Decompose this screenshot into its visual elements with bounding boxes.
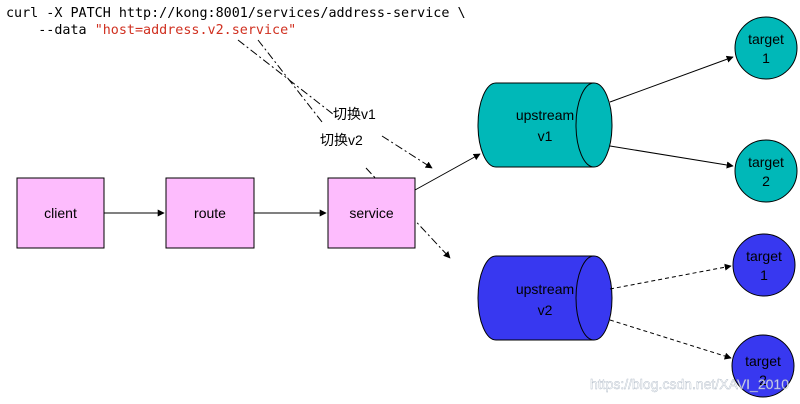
switch-v1-label: 切换v1 [333, 106, 376, 122]
switch-v2-label: 切换v2 [320, 132, 363, 148]
curl-command: curl -X PATCH http://kong:8001/services/… [6, 6, 466, 38]
upstream-v1-label-line2: v1 [538, 128, 553, 144]
upstream-v1-edge [575, 82, 595, 168]
upstream-v2-label-line2: v2 [538, 302, 553, 318]
target-v2-2-circle [731, 334, 795, 398]
upstream-v1-shape [477, 82, 613, 168]
upstream-v2-node: upstream v2 [477, 255, 613, 341]
client-box [16, 177, 105, 249]
target-v1-2-node: target 2 [734, 139, 798, 203]
service-to-upstream-v1-arrow [414, 153, 481, 191]
target-v1-1-node: target 1 [734, 16, 798, 80]
upstream-v2-edge [575, 255, 595, 341]
target-v2-2-label-line2: 2 [759, 372, 767, 388]
switch-v1-line-upper [237, 39, 339, 119]
upstream-v1-to-target1-arrow [609, 55, 734, 103]
upstream-v2-to-target2-arrow [609, 319, 732, 360]
target-v1-1-label-line1: target [748, 31, 784, 47]
command-line-1: curl -X PATCH http://kong:8001/services/… [6, 6, 466, 21]
upstream-v2-label-line1: upstream [516, 281, 574, 297]
service-node: service [327, 177, 416, 249]
switch-v2-line-upper [257, 39, 323, 123]
target-v2-1-circle [732, 233, 796, 297]
switch-v1-arrow [381, 135, 433, 169]
target-v1-2-label-line1: target [748, 154, 784, 170]
service-box [327, 177, 416, 249]
upstream-v1-to-target2-arrow [609, 145, 734, 169]
target-v2-1-label-line1: target [746, 248, 782, 264]
target-v2-1-label-line2: 1 [760, 267, 768, 283]
command-data-flag: --data [6, 23, 95, 38]
target-v1-1-circle [734, 16, 798, 80]
upstream-v1-node: upstream v1 [477, 82, 613, 168]
upstream-v2-shape [477, 255, 613, 341]
command-data-argument: "host=address.v2.service" [95, 23, 297, 38]
target-v2-1-node: target 1 [732, 233, 796, 297]
client-node: client [16, 177, 105, 249]
client-label: client [44, 205, 77, 221]
target-v2-2-node: target 2 [731, 334, 795, 398]
watermark-text: https://blog.csdn.net/XAVI_2010 [590, 376, 789, 392]
target-v1-2-label-line2: 2 [762, 173, 770, 189]
command-line-2: --data "host=address.v2.service" [6, 23, 296, 38]
service-label: service [349, 205, 394, 221]
route-label: route [194, 205, 226, 221]
target-v1-2-circle [734, 139, 798, 203]
upstream-v2-to-target1-arrow [609, 263, 732, 290]
upstream-v1-label-line1: upstream [516, 107, 574, 123]
target-v2-2-label-line1: target [745, 353, 781, 369]
target-v1-1-label-line2: 1 [762, 50, 770, 66]
route-node: route [165, 177, 255, 249]
